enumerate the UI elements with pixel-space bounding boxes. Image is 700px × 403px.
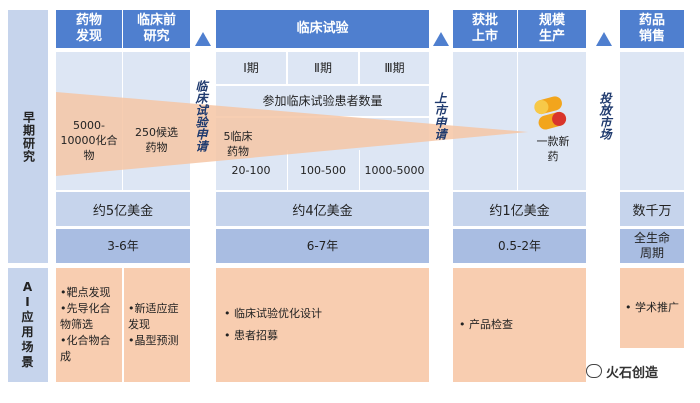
pill-capsule-icon bbox=[534, 96, 567, 130]
phase-2: Ⅱ期 bbox=[288, 52, 358, 84]
clinical-drugs-count: 5临床药物 bbox=[223, 130, 253, 158]
participants-phase-2: 100-500 bbox=[300, 163, 346, 177]
ai-sales: • 学术推广 bbox=[620, 268, 684, 348]
milestone-clinical-application: 临床试验申请 bbox=[194, 80, 208, 152]
milestone-market-application: 上市申请 bbox=[433, 92, 447, 140]
compounds-count: 5000-10000化合物 bbox=[60, 118, 118, 162]
watermark: 火石创造 bbox=[586, 360, 694, 382]
header-clinical: 临床试验 bbox=[216, 10, 429, 48]
participants-phase-1: 20-100 bbox=[231, 163, 271, 177]
duration-approval: 0.5-2年 bbox=[453, 229, 586, 263]
row-label-early: 早期研究 bbox=[8, 10, 48, 263]
cost-early: 约5亿美金 bbox=[56, 192, 190, 226]
phase-1: Ⅰ期 bbox=[216, 52, 286, 84]
header-preclinical: 临床前研究 bbox=[123, 10, 190, 48]
ai-item: •化合物合成 bbox=[60, 334, 111, 363]
ai-item: •靶点发现 bbox=[60, 286, 111, 299]
row-label-ai: AI应用场景 bbox=[8, 268, 48, 382]
sales-panel bbox=[620, 52, 684, 190]
milestone-triangle-market bbox=[433, 32, 449, 46]
ai-preclinical: •新适应症发现 •晶型预测 bbox=[124, 268, 190, 382]
ai-discovery: •靶点发现 •先导化合物筛选 •化合物合成 bbox=[56, 268, 122, 382]
milestone-launch: 投放市场 bbox=[598, 92, 612, 140]
ai-item: • 学术推广 bbox=[625, 301, 679, 314]
header-discovery: 药物发现 bbox=[56, 10, 122, 48]
candidates-count: 250候选药物 bbox=[135, 126, 178, 154]
ai-item: • 产品检查 bbox=[459, 318, 513, 331]
new-drug-count: 一款新药 bbox=[536, 135, 570, 163]
header-sales: 药品销售 bbox=[620, 10, 684, 48]
milestone-triangle-clinical bbox=[195, 32, 211, 46]
ai-item: •新适应症发现 bbox=[128, 302, 179, 331]
phase-3: Ⅲ期 bbox=[360, 52, 429, 84]
cost-approval: 约1亿美金 bbox=[453, 192, 586, 226]
duration-early: 3-6年 bbox=[56, 229, 190, 263]
ai-item: • 患者招募 bbox=[224, 329, 278, 342]
wechat-icon bbox=[586, 364, 602, 378]
duration-sales: 全生命周期 bbox=[620, 229, 684, 263]
header-production: 规模生产 bbox=[518, 10, 586, 48]
header-approval: 获批上市 bbox=[453, 10, 517, 48]
milestone-triangle-launch bbox=[596, 32, 612, 46]
cost-sales: 数千万 bbox=[620, 192, 684, 226]
ai-item: •晶型预测 bbox=[128, 334, 179, 347]
ai-item: •先导化合物筛选 bbox=[60, 302, 111, 331]
duration-clinical: 6-7年 bbox=[216, 229, 429, 263]
cost-clinical: 约4亿美金 bbox=[216, 192, 429, 226]
ai-clinical: • 临床试验优化设计 • 患者招募 bbox=[216, 268, 429, 382]
funnel-shape bbox=[56, 92, 528, 176]
ai-item: • 临床试验优化设计 bbox=[224, 307, 322, 320]
ai-approval: • 产品检查 bbox=[453, 268, 586, 382]
participants-phase-3: 1000-5000 bbox=[364, 163, 425, 177]
